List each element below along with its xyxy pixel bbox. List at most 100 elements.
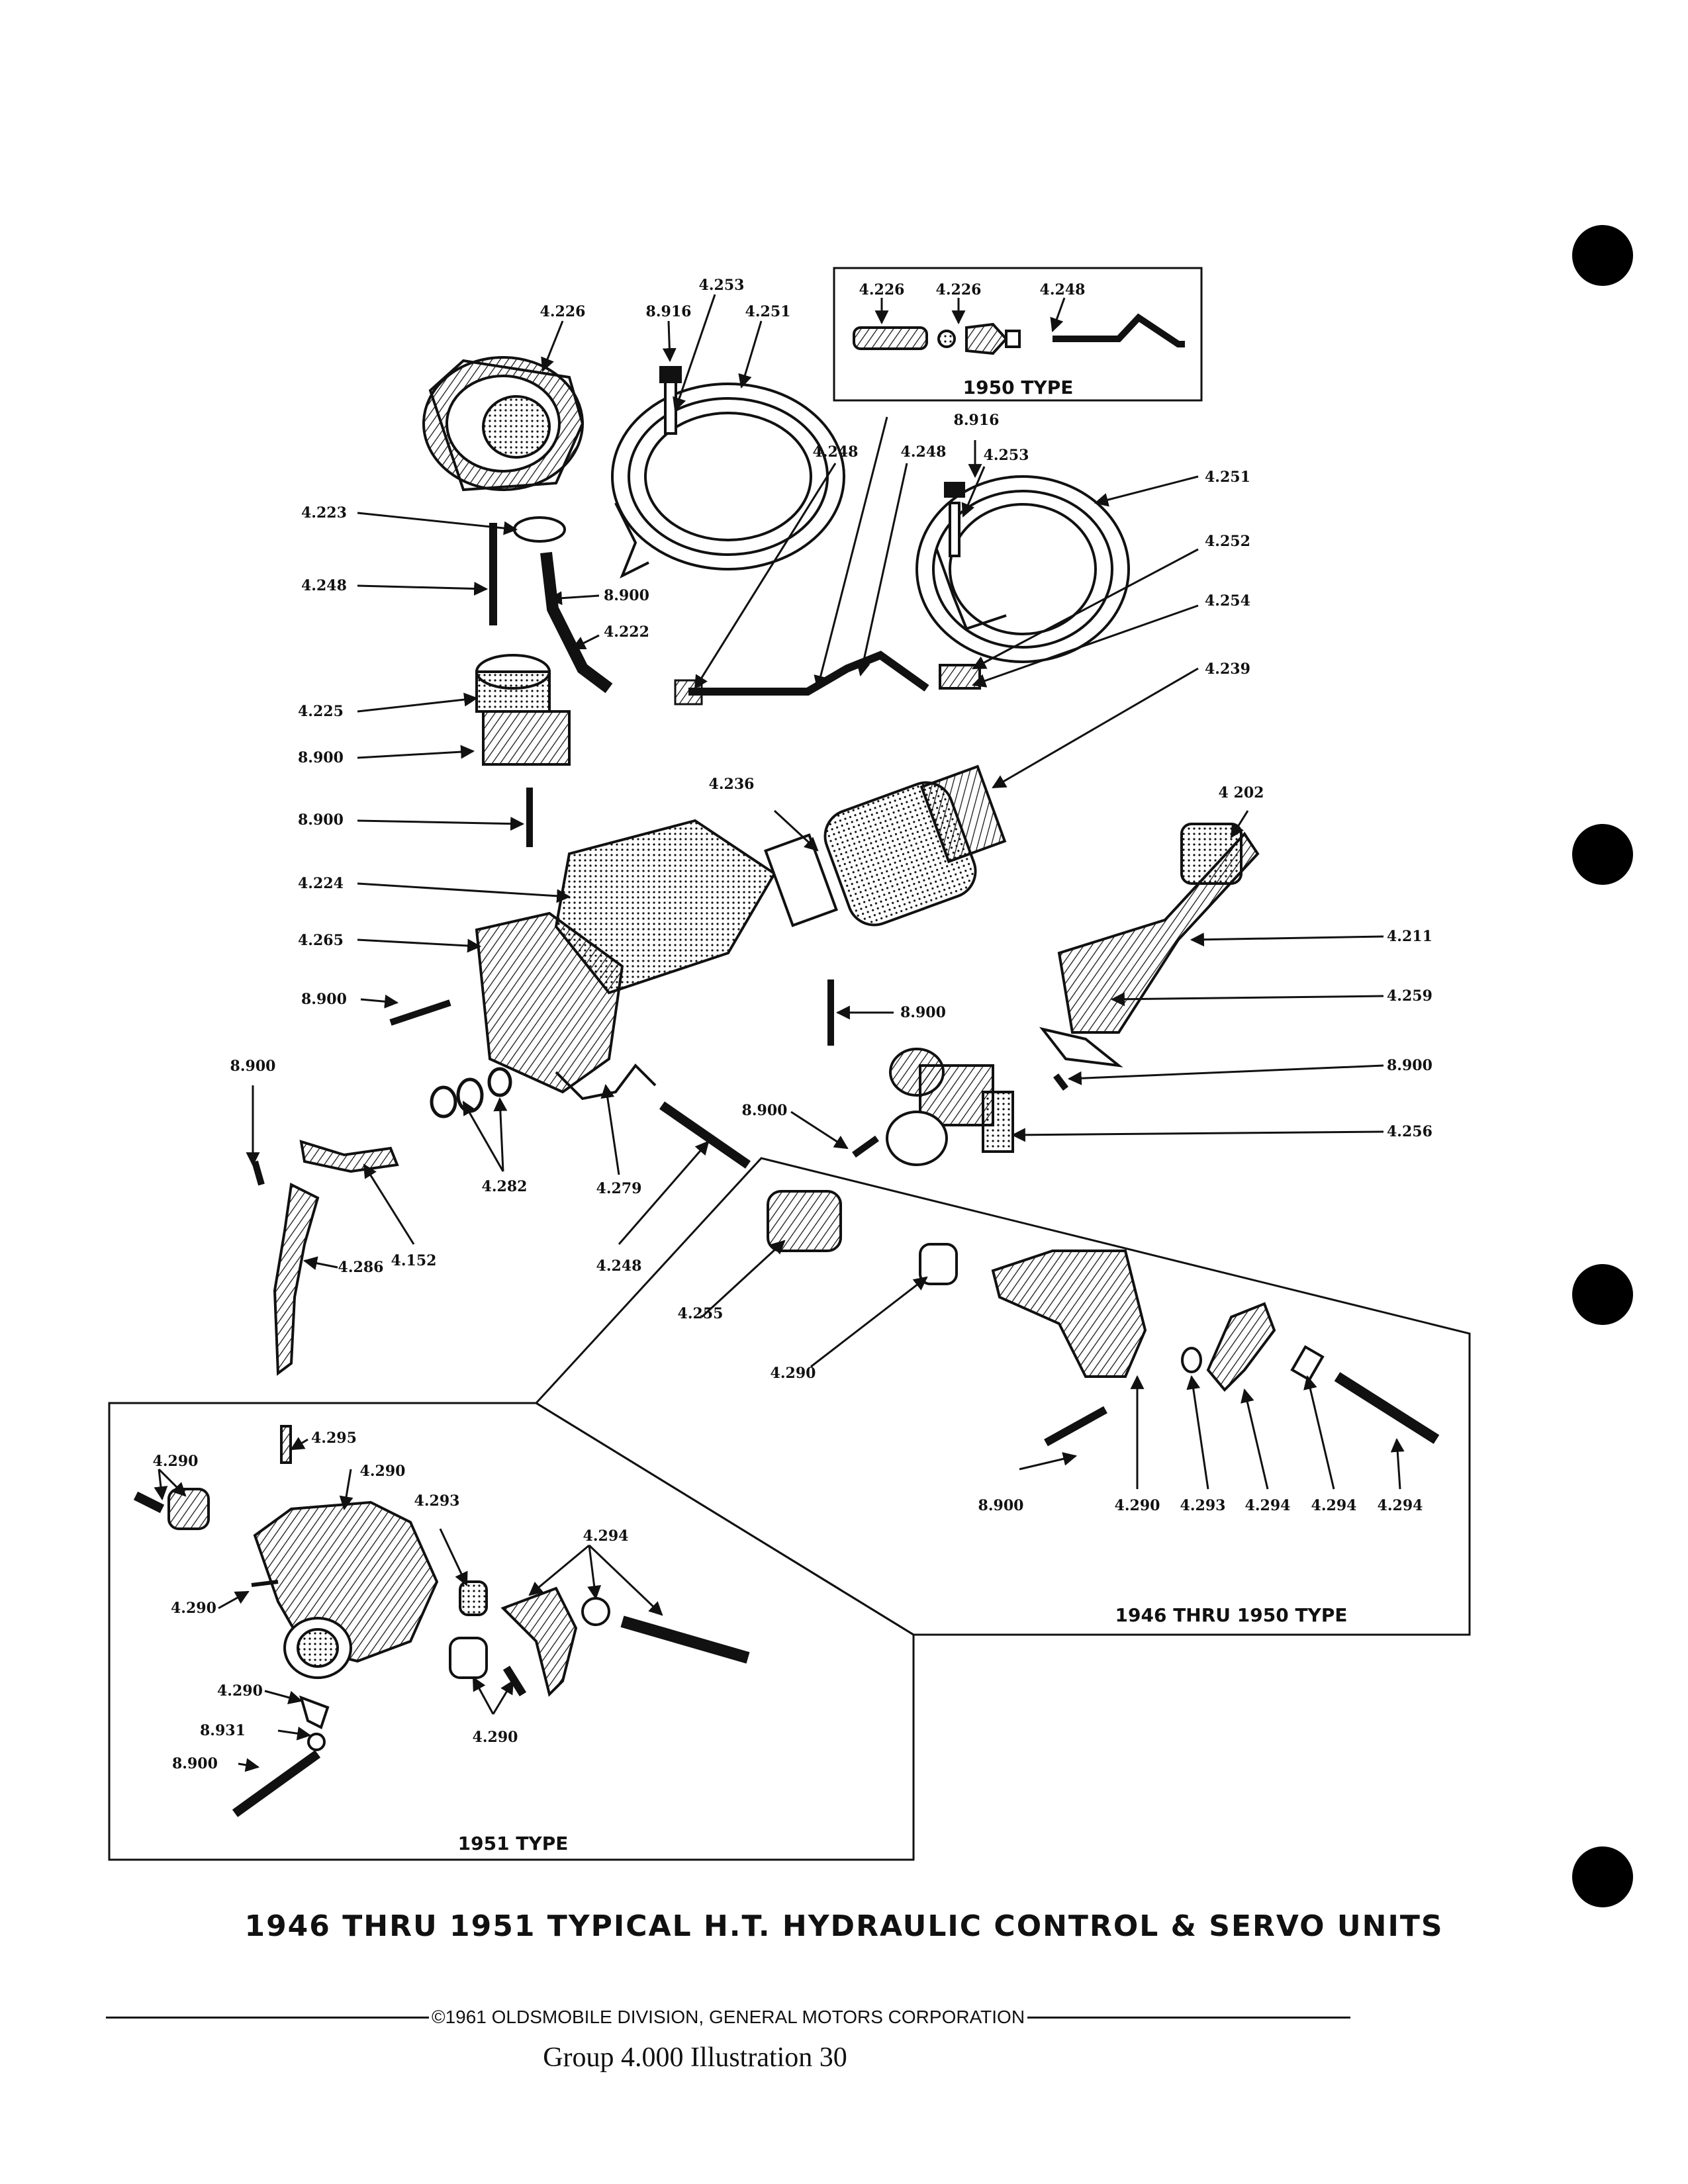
box-1946-1950-type (534, 1157, 1471, 1636)
part-label: 4.282 (482, 1178, 528, 1195)
front-reaction-housing-drawing (422, 356, 585, 492)
part-label: 4.256 (1387, 1123, 1432, 1140)
part-label: 4.290 (473, 1729, 518, 1746)
bolt-8900-e-drawing (252, 1160, 265, 1186)
part-label: 4.239 (1205, 660, 1250, 678)
part-label: 8.900 (1387, 1057, 1432, 1074)
part-label: 4.293 (1180, 1497, 1226, 1514)
seal-ring-a-drawing (430, 1085, 457, 1118)
box-1950-type (833, 267, 1203, 402)
part-label: 8.900 (978, 1497, 1024, 1514)
part-labels: 4.226 8.916 4.253 4.251 4.226 4.226 4.24… (153, 277, 1432, 1772)
part-label: 4.290 (771, 1365, 816, 1382)
gasket-4223-drawing (513, 516, 566, 543)
part-label: 4.290 (171, 1600, 216, 1617)
part-label: 4.248 (1040, 281, 1086, 298)
part-label: 4.254 (1205, 592, 1250, 610)
part-label: 4.224 (298, 875, 344, 892)
1950-type-valve-parts-drawing (853, 313, 1185, 355)
binder-hole-2 (1572, 824, 1633, 885)
page-title: 1946 THRU 1951 TYPICAL H.T. HYDRAULIC CO… (244, 1909, 1444, 1943)
shaft-4248-drawing (659, 1101, 751, 1169)
group-illustration-line: Group 4.000 Illustration 30 (543, 2042, 847, 2073)
part-label: 4.248 (901, 443, 947, 461)
1951-parts-drawing (133, 1425, 750, 1817)
1946-1950-parts-drawing (767, 1190, 1440, 1447)
part-label: 8.900 (172, 1755, 218, 1772)
part-label: 8.900 (742, 1102, 788, 1119)
servo-4225-drawing (475, 654, 571, 766)
part-label: 8.900 (301, 991, 347, 1008)
bolt-8900-d-drawing (852, 1135, 879, 1158)
part-label: 4.290 (153, 1453, 199, 1470)
part-label: 4.222 (604, 623, 649, 641)
box-title-1950: 1950 TYPE (963, 377, 1074, 398)
part-label: 4.286 (338, 1259, 384, 1276)
part-label: 4.236 (709, 776, 755, 793)
binder-hole-3 (1572, 1264, 1633, 1325)
part-label: 4.279 (596, 1180, 642, 1197)
box-title-1946-1950: 1946 THRU 1950 TYPE (1115, 1604, 1348, 1626)
part-label: 4.152 (391, 1252, 437, 1269)
part-label: 4.251 (745, 303, 791, 320)
leader-lines (154, 294, 1405, 1772)
part-label: 8.900 (298, 749, 344, 766)
part-label: 4 202 (1219, 784, 1264, 801)
part-label: 4.226 (859, 281, 905, 298)
part-label: 4.225 (298, 703, 344, 720)
seal-ring-b-drawing (456, 1077, 484, 1113)
rule-left (106, 2016, 429, 2019)
part-label: 4.252 (1205, 533, 1250, 550)
part-label: 4.294 (1378, 1497, 1423, 1514)
linkage-4211-drawing (1039, 823, 1260, 1068)
oil-tube-4222-drawing (540, 551, 613, 694)
lever-4286-drawing (273, 1182, 320, 1376)
servo-4239-drawing (764, 764, 1007, 927)
part-label: 4.290 (217, 1682, 263, 1700)
part-label: 8.916 (646, 303, 692, 320)
valve-body-4265-drawing (475, 911, 657, 1101)
binder-hole-1 (1572, 225, 1633, 286)
rear-brake-band-drawing (611, 366, 845, 579)
part-label: 8.900 (298, 811, 344, 829)
part-label: 4.226 (936, 281, 982, 298)
part-label: 4.294 (583, 1527, 629, 1545)
part-label: 4.248 (596, 1257, 642, 1275)
part-label: 4.294 (1311, 1497, 1357, 1514)
part-label: 4.248 (301, 577, 347, 594)
copyright-row: ©1961 OLDSMOBILE DIVISION, GENERAL MOTOR… (106, 2004, 1351, 2030)
valve-4256-drawing (886, 1048, 1014, 1166)
part-label: 8.900 (604, 587, 649, 604)
part-label: 4.211 (1387, 928, 1432, 945)
copyright-text: ©1961 OLDSMOBILE DIVISION, GENERAL MOTOR… (431, 2007, 1025, 2027)
front-brake-band-drawing (915, 475, 1130, 690)
part-label: 4.251 (1205, 469, 1250, 486)
lever-4152-drawing (299, 1140, 399, 1173)
bolt-8900-a-drawing (389, 999, 451, 1026)
box-1951-type (108, 1402, 915, 1861)
part-label: 4.255 (678, 1305, 724, 1322)
part-label: 8.931 (200, 1722, 246, 1739)
part-label: 4.295 (311, 1430, 357, 1447)
part-label: 4.223 (301, 504, 347, 522)
box-title-1951: 1951 TYPE (458, 1833, 569, 1854)
binder-hole-4 (1572, 1846, 1633, 1907)
part-label: 4.265 (298, 932, 344, 949)
bolt-8900-f-drawing (1053, 1073, 1068, 1091)
part-label: 4.290 (1115, 1497, 1160, 1514)
part-label: 4.290 (360, 1463, 406, 1480)
part-label: 4.253 (699, 277, 745, 294)
rule-right (1027, 2016, 1351, 2019)
part-label: 8.916 (954, 412, 1000, 429)
part-label: 4.293 (414, 1492, 460, 1510)
part-label: 4.226 (540, 303, 586, 320)
oil-pipe-drawing (688, 651, 929, 696)
part-label: 8.900 (900, 1004, 946, 1021)
part-label: 4.253 (984, 447, 1029, 464)
part-label: 8.900 (230, 1058, 276, 1075)
part-label: 4.294 (1245, 1497, 1291, 1514)
part-label: 4.248 (813, 443, 859, 461)
part-label: 4.259 (1387, 987, 1432, 1005)
seal-ring-c-drawing (487, 1067, 512, 1097)
